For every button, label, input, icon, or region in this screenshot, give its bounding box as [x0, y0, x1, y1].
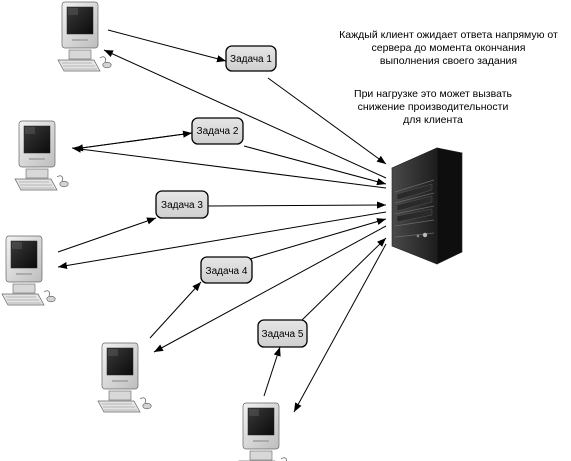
server-tower-icon [391, 147, 463, 265]
wait-note-line-1: Каждый клиент ожидает ответа напрямую от [339, 29, 558, 41]
arrow-server-to-client5 [293, 243, 387, 413]
task-box-1: Задача 1 [225, 45, 277, 72]
arrow-client1-to-task1 [107, 29, 227, 63]
task-box-5: Задача 5 [257, 319, 308, 348]
arrow-client5-to-task5 [263, 346, 281, 397]
task-label-1: Задача 1 [230, 54, 272, 65]
client-computer-4 [97, 342, 152, 413]
arrow-task2-to-server [243, 145, 387, 186]
arrow-server-to-client1 [103, 49, 387, 179]
load-note-line-3: для клиента [403, 114, 463, 126]
wait-note-line-3: выполнения своего задания [379, 55, 518, 67]
arrow-task5-to-server [299, 237, 387, 323]
task-label-4: Задача 4 [206, 266, 248, 277]
task-box-4: Задача 4 [200, 256, 253, 284]
task-label-5: Задача 5 [262, 329, 304, 340]
arrow-task3-to-server [207, 201, 387, 209]
arrow-server-to-client2 [71, 145, 387, 189]
arrow-server-to-client4 [153, 225, 387, 353]
task-label-2: Задача 2 [197, 126, 239, 137]
task-label-3: Задача 3 [161, 200, 203, 211]
client-computer-3 [1, 235, 56, 306]
arrow-server-to-client3 [57, 211, 387, 270]
wait-note-line-2: сервера до момента окончания [371, 42, 526, 54]
wait-note: Каждый клиент ожидает ответа напрямую от… [326, 29, 571, 68]
client-computer-5 [238, 402, 293, 461]
client-computer-2 [14, 120, 69, 191]
load-note: При нагрузке это может вызвать снижение … [338, 88, 528, 127]
arrow-client3-to-task3 [57, 217, 157, 253]
connection-arrows [57, 29, 387, 413]
arrow-task1-to-server [267, 77, 387, 165]
arrow-client4-to-task4 [149, 281, 202, 339]
load-note-line-2: снижение производительности [357, 101, 509, 113]
load-note-line-1: При нагрузке это может вызвать [354, 88, 512, 100]
task-box-3: Задача 3 [155, 190, 209, 219]
client-computer-1 [57, 1, 112, 72]
arrow-task2-to-client2 [73, 132, 193, 152]
arrow-task4-to-server [249, 218, 387, 260]
task-box-2: Задача 2 [191, 117, 244, 145]
